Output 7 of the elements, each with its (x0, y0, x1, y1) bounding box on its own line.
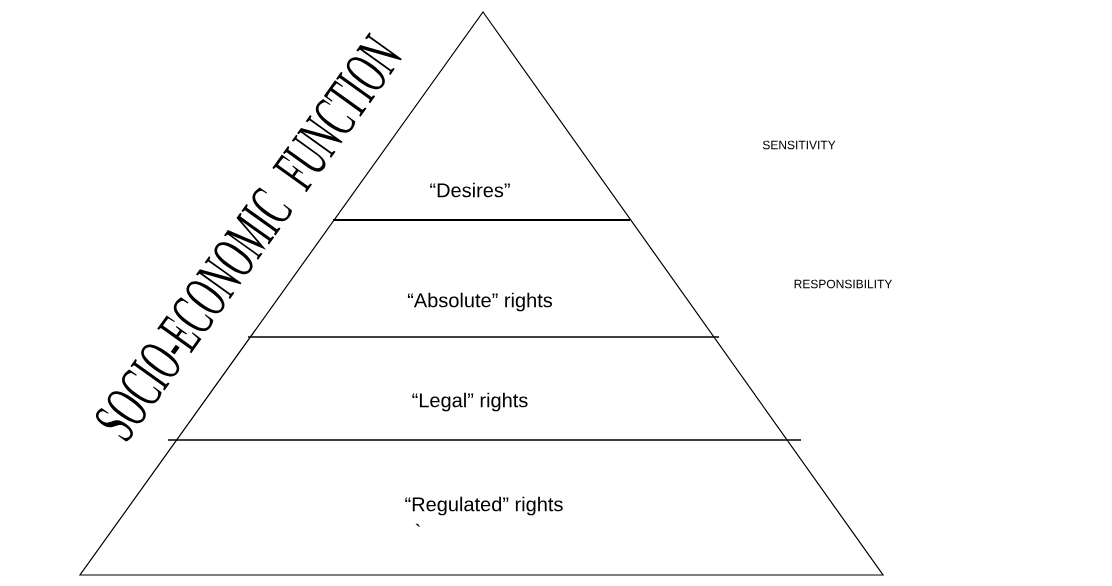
band-label: “Regulated” rights (405, 496, 563, 516)
band-label: “Absolute” rights (407, 292, 553, 312)
band-label: “Legal” rights (412, 392, 528, 412)
band-label: “Desires” (430, 182, 510, 198)
side-label: SENSITIVITY (762, 140, 836, 150)
side-label: RESPONSIBILITY (794, 279, 893, 289)
stray-mark: ` (415, 523, 420, 527)
